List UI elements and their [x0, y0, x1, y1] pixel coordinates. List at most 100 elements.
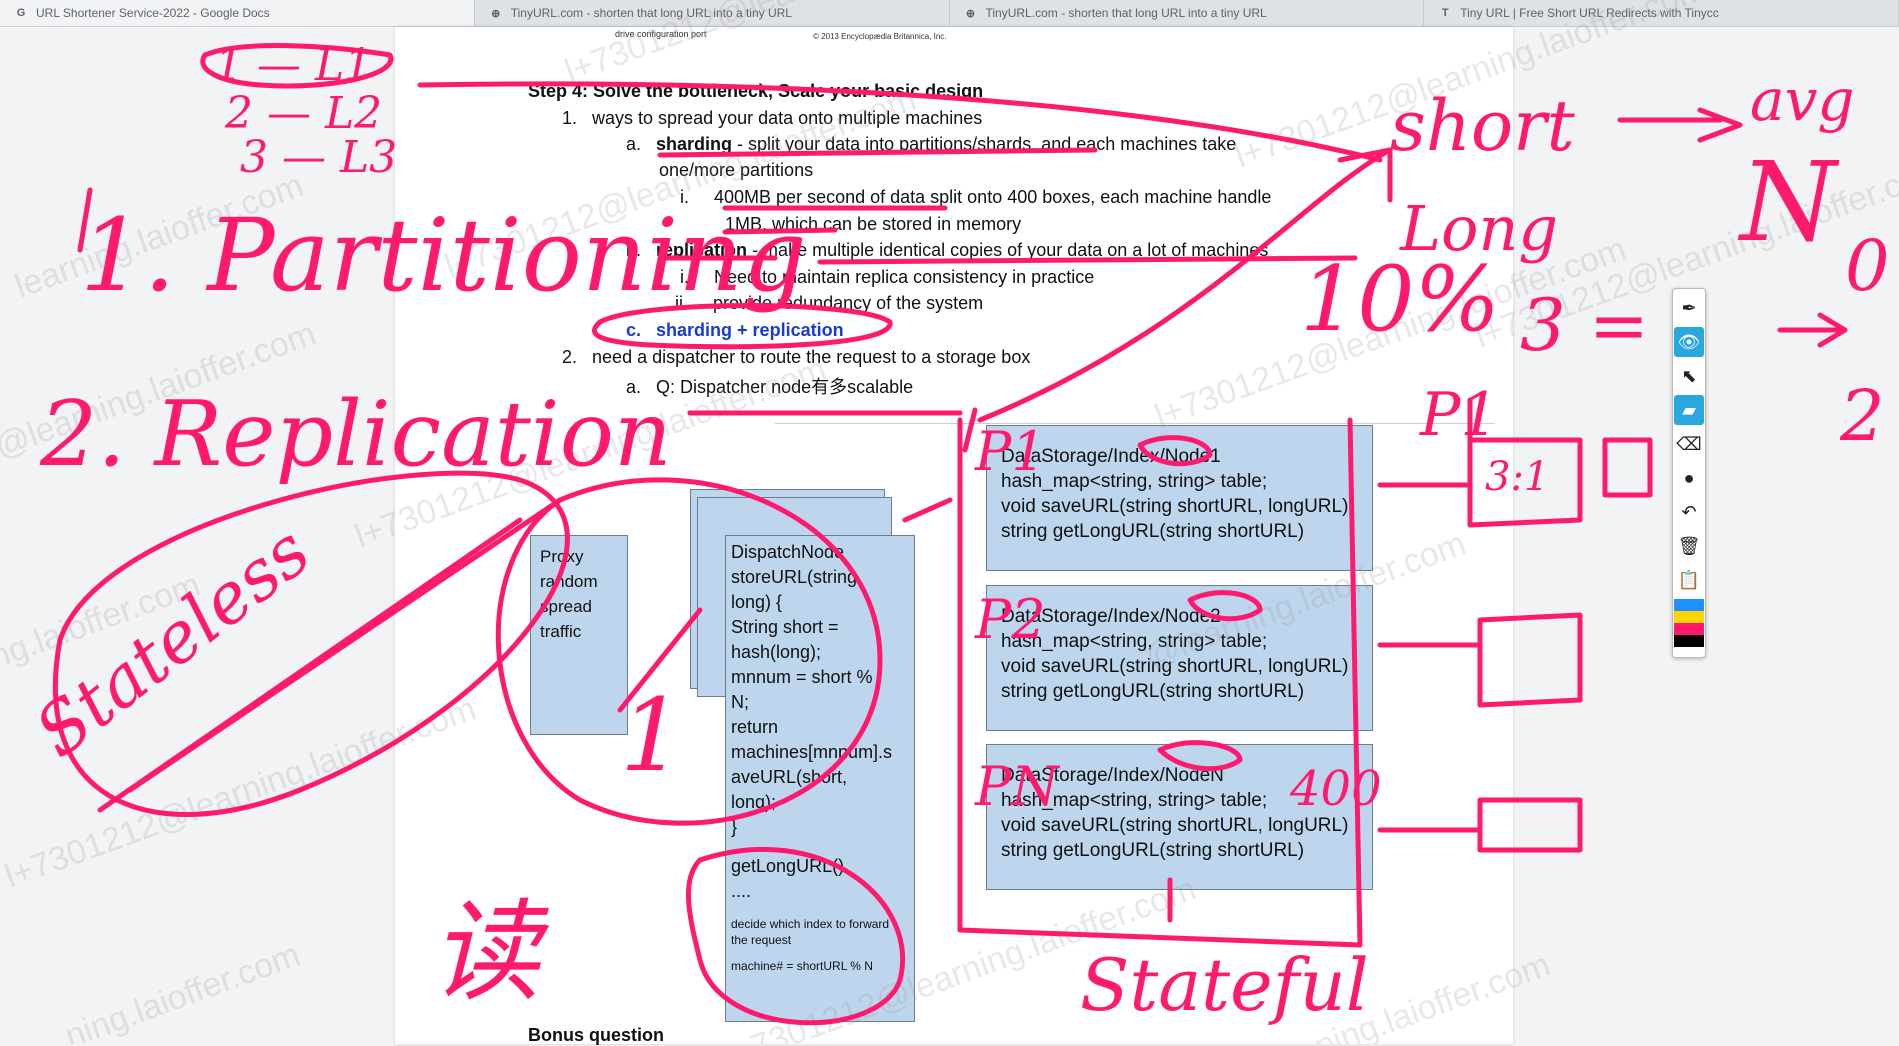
document-viewport[interactable]: drive configuration port © 2013 Encyclop…	[0, 27, 1899, 1045]
storage-line: hash_map<string, string> table;	[1001, 631, 1268, 652]
dot-icon: ●	[1683, 467, 1695, 488]
document-page[interactable]: drive configuration port © 2013 Encyclop…	[395, 27, 1513, 1045]
code-line: getLongURL()	[731, 856, 845, 876]
undo-tool[interactable]: ↶	[1674, 497, 1704, 527]
list-number: i.	[680, 187, 689, 207]
pen-tool[interactable]: ✒	[1674, 293, 1704, 323]
storage-line: void saveURL(string shortURL, longURL)	[1001, 496, 1349, 517]
google-docs-icon: G	[16, 7, 26, 19]
list-number: 2.	[562, 347, 578, 367]
storage-line: string getLongURL(string shortURL)	[1001, 681, 1305, 702]
eraser-icon: ⌫	[1676, 433, 1702, 454]
code-line: String short =	[731, 617, 839, 637]
step-heading: Step 4: Solve the bottleneck, Scale your…	[528, 81, 984, 101]
clipboard-icon: 📋	[1677, 569, 1701, 590]
eraser-tool[interactable]: ⌫	[1674, 429, 1704, 459]
dot-tool[interactable]: ●	[1674, 463, 1704, 493]
storage-node-1: DataStorage/Index/Node1 hash_map<string,…	[986, 425, 1373, 571]
code-line: N;	[731, 692, 749, 712]
storage-line: void saveURL(string shortURL, longURL)	[1001, 656, 1349, 677]
list-text: Q: Dispatcher node有多scalable	[656, 377, 914, 397]
storage-title: DataStorage/Index/Node1	[1001, 446, 1221, 467]
list-item: b. replication - make multiple identical…	[626, 240, 1268, 261]
highlighter-tool[interactable]: ▰	[1674, 395, 1704, 425]
swatch-blue[interactable]	[1674, 599, 1704, 611]
section-divider	[775, 423, 1495, 424]
color-swatch[interactable]	[1674, 599, 1704, 647]
tab-google-docs[interactable]: G URL Shortener Service-2022 - Google Do…	[0, 0, 475, 26]
tab-tinyurl-1[interactable]: ⊕ TinyURL.com - shorten that long URL in…	[475, 0, 950, 26]
list-item: 1. ways to spread your data onto multipl…	[562, 108, 982, 129]
browser-tab-strip: G URL Shortener Service-2022 - Google Do…	[0, 0, 1899, 27]
storage-line: void saveURL(string shortURL, longURL)	[1001, 815, 1349, 836]
code-line: return	[731, 717, 779, 737]
dispatch-node-box: DispatchNode storeURL(string long) { Str…	[725, 535, 915, 1022]
list-number: b.	[626, 240, 642, 260]
clipboard-tool[interactable]: 📋	[1674, 565, 1704, 595]
list-item: ii. provide redundancy of the system	[675, 293, 983, 314]
list-number: 1.	[562, 108, 578, 128]
swatch-pink[interactable]	[1674, 623, 1704, 635]
proxy-line: random	[540, 572, 598, 591]
figure-caption: drive configuration port	[615, 29, 707, 39]
eye-icon: 👁	[1677, 331, 1701, 352]
list-text: - make multiple identical copies of your…	[747, 240, 1269, 260]
tab-title: TinyURL.com - shorten that long URL into…	[985, 6, 1267, 20]
list-item-highlight: c. sharding + replication	[626, 320, 844, 341]
code-line: mnnum = short %	[731, 667, 873, 687]
list-number: i.	[680, 267, 689, 287]
storage-line: hash_map<string, string> table;	[1001, 790, 1268, 811]
eye-tool[interactable]: 👁	[1674, 327, 1704, 357]
storage-line: string getLongURL(string shortURL)	[1001, 521, 1305, 542]
bonus-heading: Bonus question	[528, 1025, 664, 1045]
swatch-yellow[interactable]	[1674, 611, 1704, 623]
term-sharding: sharding	[656, 134, 733, 154]
code-line: long) {	[731, 592, 783, 612]
list-text: - split your data into partitions/shards…	[732, 134, 1237, 154]
list-item-continued: one/more partitions	[659, 160, 814, 180]
proxy-line: spread	[540, 597, 592, 616]
tab-tinycc[interactable]: T Tiny URL | Free Short URL Redirects wi…	[1424, 0, 1899, 26]
list-item: a. Q: Dispatcher node有多scalable	[626, 373, 913, 399]
storage-node-2: DataStorage/Index/Node2 hash_map<string,…	[986, 585, 1373, 731]
storage-title: DataStorage/Index/Node2	[1001, 606, 1221, 627]
term-replication: replication	[656, 240, 748, 260]
list-number: ii.	[675, 293, 688, 313]
tab-title: TinyURL.com - shorten that long URL into…	[510, 6, 792, 20]
proxy-box: Proxy random spread traffic	[530, 535, 628, 735]
proxy-line: Proxy	[540, 547, 584, 566]
list-text: sharding + replication	[656, 320, 844, 340]
swatch-black[interactable]	[1674, 635, 1704, 647]
storage-node-n: DataStorage/Index/NodeN hash_map<string,…	[986, 744, 1373, 890]
globe-icon: ⊕	[491, 7, 501, 20]
trash-icon: 🗑	[1677, 535, 1701, 556]
code-line: hash(long);	[731, 642, 822, 662]
trash-tool[interactable]: 🗑	[1674, 531, 1704, 561]
storage-line: hash_map<string, string> table;	[1001, 471, 1268, 492]
tab-title: Tiny URL | Free Short URL Redirects with…	[1460, 6, 1719, 20]
tab-tinyurl-2[interactable]: ⊕ TinyURL.com - shorten that long URL in…	[950, 0, 1425, 26]
tab-title: URL Shortener Service-2022 - Google Docs	[36, 6, 270, 20]
code-line: storeURL(string	[731, 567, 858, 587]
tinycc-icon: T	[1441, 7, 1449, 19]
code-line: machines[mnnum].s	[731, 742, 893, 762]
undo-icon: ↶	[1681, 501, 1697, 522]
list-text: need a dispatcher to route the request t…	[592, 347, 1031, 367]
globe-icon: ⊕	[965, 7, 976, 20]
cursor-icon: ⬉	[1681, 365, 1697, 386]
pointer-tool[interactable]: ⬉	[1674, 361, 1704, 391]
list-text: Need to maintain replica consistency in …	[714, 267, 1095, 287]
storage-line: string getLongURL(string shortURL)	[1001, 840, 1305, 861]
code-line: ....	[731, 881, 752, 901]
list-number: c.	[626, 320, 642, 340]
dispatch-note: decide which index to forward the reques…	[731, 917, 890, 947]
list-text: 400MB per second of data split onto 400 …	[714, 187, 1272, 207]
list-number: a.	[626, 134, 642, 154]
list-item: 2. need a dispatcher to route the reques…	[562, 347, 1030, 368]
storage-title: DataStorage/Index/NodeN	[1001, 765, 1224, 786]
list-item: a. sharding - split your data into parti…	[626, 134, 1236, 155]
list-item-continued: 1MB, which can be stored in memory	[725, 214, 1022, 234]
code-line: long);	[731, 792, 777, 812]
list-text: ways to spread your data onto multiple m…	[592, 108, 983, 128]
code-line: aveURL(short,	[731, 767, 848, 787]
